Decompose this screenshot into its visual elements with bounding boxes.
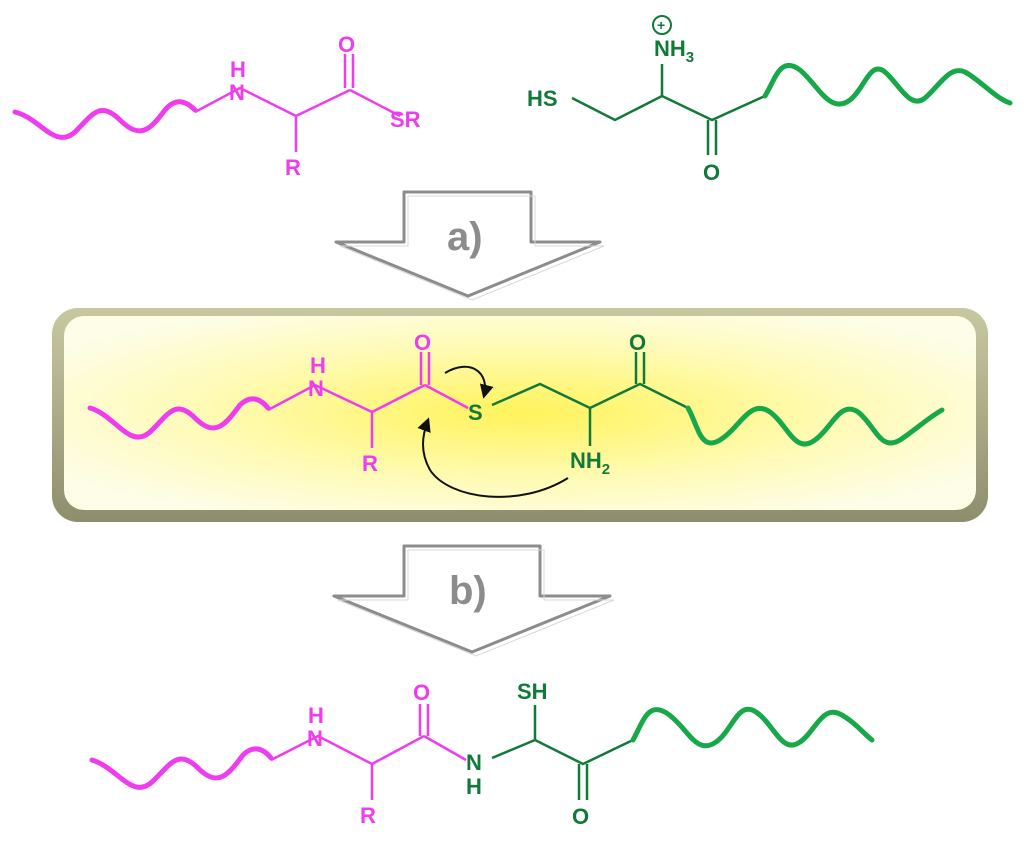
product-r-group: R (360, 803, 376, 828)
product-thiol-label: SH (517, 679, 548, 704)
intermediate-panel (52, 308, 988, 522)
cysteine-peptide: + NH3 HS O (527, 15, 1013, 185)
peptide-chain-wave (12, 99, 198, 140)
product-peptide-wave (89, 746, 274, 790)
product-amine-h: H (308, 703, 324, 728)
ketone-o-label: O (703, 160, 720, 185)
step-a-label: a) (447, 215, 483, 259)
step-arrow-b: b) (332, 544, 615, 657)
product-ketone-o: O (572, 804, 589, 829)
intermediate-amine-label: NH2 (570, 448, 610, 478)
intermediate-r-group: R (362, 451, 378, 476)
positive-charge: + (657, 17, 665, 33)
sr-label: SR (390, 107, 421, 132)
intermediate-ketone-o: O (629, 330, 646, 355)
intermediate-amine-h: H (310, 353, 326, 378)
electron-arrow-amine (417, 417, 569, 498)
carbonyl-o-label: O (338, 32, 355, 57)
product-cysteine-wave (630, 706, 875, 749)
ammonium-label: NH3 (654, 36, 694, 66)
intermediate-peptide-wave (87, 396, 271, 440)
intermediate-carbonyl-o: O (414, 330, 431, 355)
thioester-intermediate: H N O R S O NH2 (87, 330, 945, 498)
intermediate-cysteine-wave (685, 405, 945, 447)
product-amide-h: H (466, 774, 482, 799)
ligation-product: H N O R N H SH O (89, 679, 875, 829)
thiol-label: HS (527, 86, 558, 111)
product-amide-o: O (413, 680, 430, 705)
cysteine-chain-wave (762, 62, 1013, 107)
intermediate-amine-n: N (308, 376, 324, 401)
amine-h-label: H (230, 57, 246, 82)
electron-arrow-carbonyl (444, 365, 494, 399)
thioester-s-label: S (468, 400, 483, 425)
r-group-label: R (285, 155, 301, 180)
step-b-label: b) (449, 569, 487, 613)
thioester-peptide: H N O SR R (12, 32, 421, 180)
amine-n-label: N (229, 80, 245, 105)
product-amine-n: N (307, 726, 323, 751)
product-amide-n: N (466, 750, 482, 775)
step-arrow-a: a) (334, 190, 605, 301)
